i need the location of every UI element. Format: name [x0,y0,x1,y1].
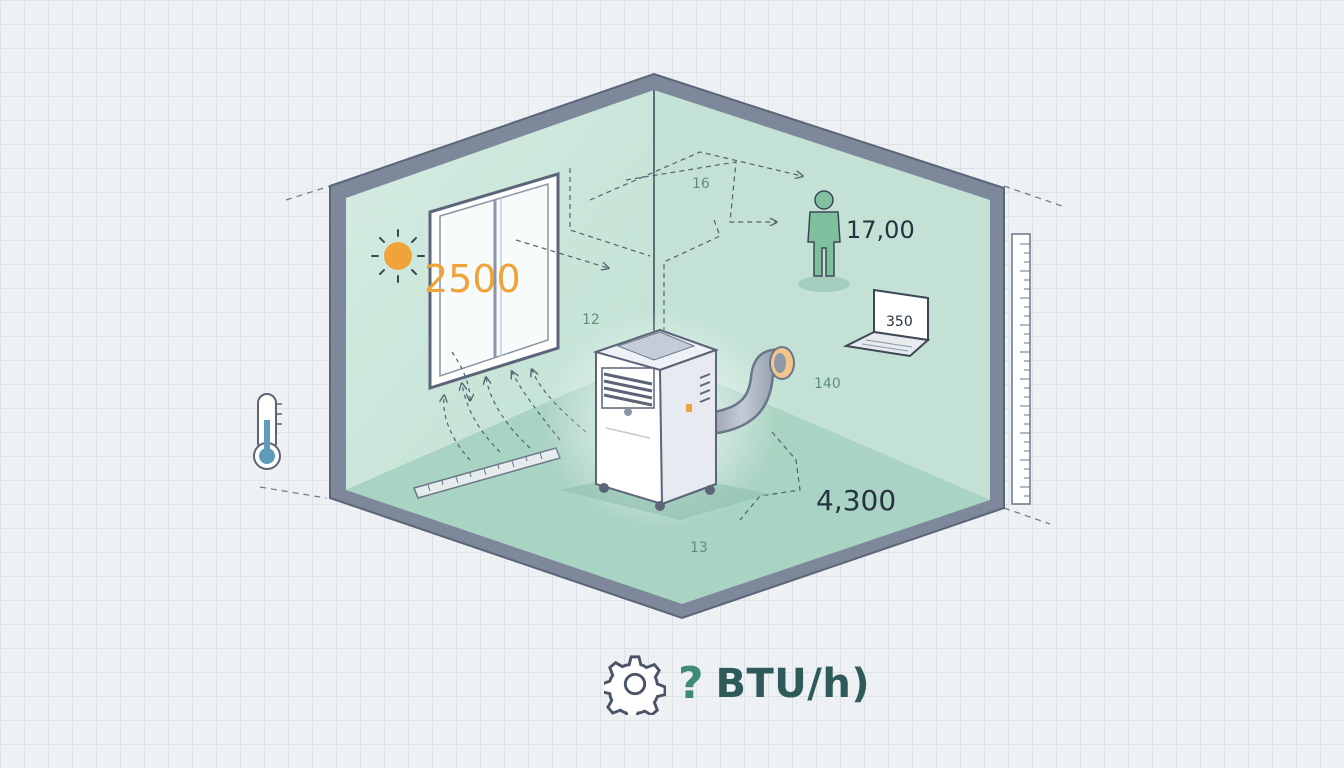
person-icon [798,190,850,292]
wall-distance-label: 12 [582,312,600,328]
air-conditioner-icon [592,328,719,511]
window [428,171,560,391]
top-distance-label: 16 [692,176,710,192]
sun-heat-label: 2500 [424,257,521,301]
sun-icon [371,229,425,283]
right-wall [654,90,990,500]
result-bar: ? BTU/h) [604,652,870,716]
person-heat-label: 17,00 [846,216,915,244]
thermometer-icon [253,393,282,470]
floor-value-label: 4,300 [816,484,896,517]
hose-length-label: 140 [814,376,841,392]
gear-icon [604,655,666,715]
dimension-lines [259,185,1063,525]
floor-dimension-label: 13 [690,540,708,556]
airflow-routes [515,151,802,521]
laptop-icon [842,288,931,358]
wall-ruler-icon [1011,233,1031,505]
exhaust-hose [692,346,795,436]
question-mark: ? [678,658,704,709]
btu-unit-label: BTU/h) [715,661,871,707]
laptop-heat-label: 350 [886,314,913,330]
